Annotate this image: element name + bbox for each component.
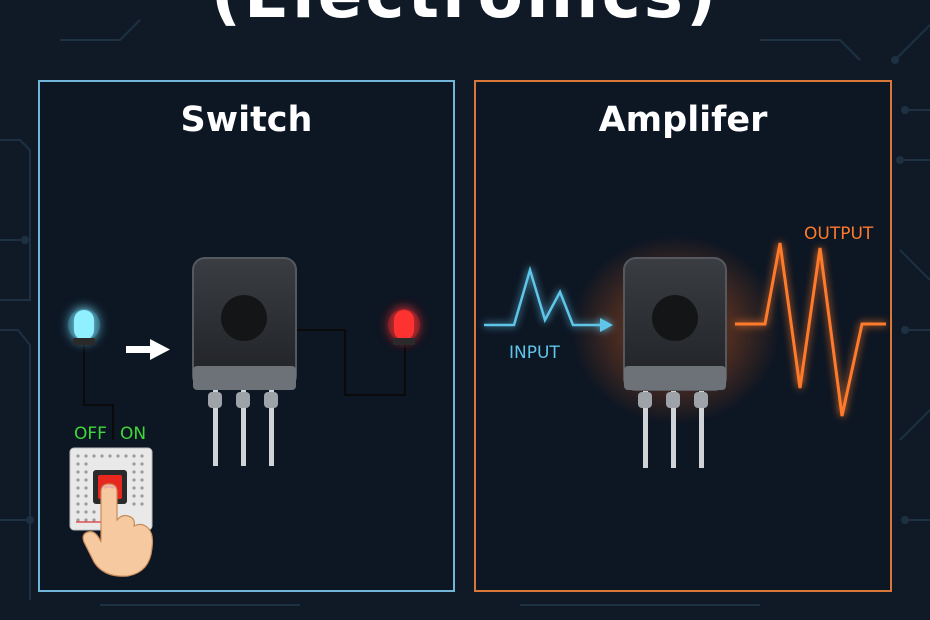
- switch-panel-title: Switch: [180, 100, 313, 140]
- finger-press-icon: [82, 483, 154, 577]
- input-label: INPUT: [509, 343, 560, 363]
- output-label: OUTPUT: [804, 224, 874, 244]
- input-signal-icon: [484, 265, 613, 332]
- blue-led-icon: [68, 309, 100, 345]
- arrow-icon: [126, 339, 170, 360]
- output-signal-icon: [735, 242, 886, 417]
- off-label: OFF: [74, 424, 107, 444]
- red-led-icon: [388, 309, 420, 345]
- transistor-icon: [623, 257, 727, 468]
- transistor-icon: [192, 257, 297, 466]
- page-title: (Electronics): [0, 0, 930, 33]
- switch-wires: [83, 329, 406, 440]
- on-label: ON: [120, 424, 147, 444]
- amplifier-panel-title: Amplifer: [598, 100, 768, 140]
